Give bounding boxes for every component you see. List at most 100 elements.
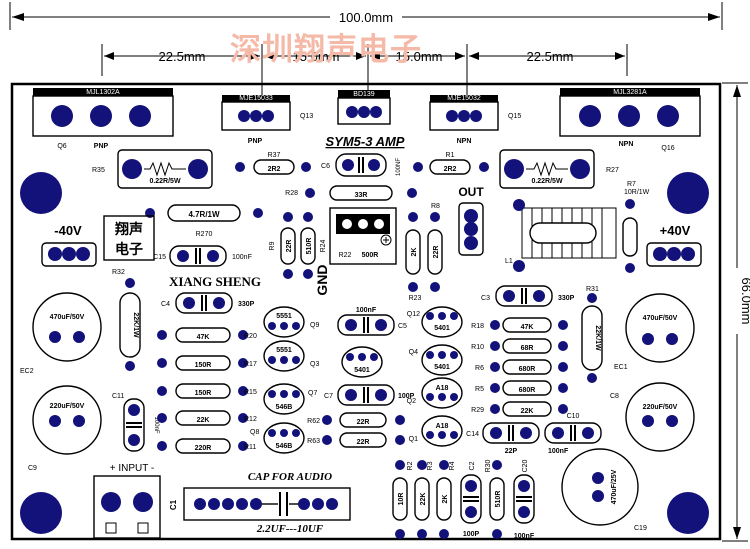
transistor-q6: MJL1302A Q6 PNP [32,88,174,150]
transistor-q1: A18 Q1 [409,415,463,447]
capacitor-c14: C14 22P [466,422,540,455]
capacitor-c9: 220uF/50V C9 [28,385,102,472]
brand-name: XIANG SHENG [169,274,261,289]
dimension-annotations: 100.0mm 22.5mm 15.0mm 15.0mm 22.5mm 66.0… [9,2,750,542]
svg-text:150R: 150R [195,390,212,397]
resistor-r63: 22R R63 [307,432,405,448]
transistor-q12: 5401 Q12 [407,306,463,338]
transistor-q2: A18 Q2 [407,377,463,409]
svg-text:C20: C20 [522,459,529,472]
trimmer-r22: R22 500R [329,207,397,265]
board-width-label: 100.0mm [339,10,393,25]
svg-text:10R: 10R [398,493,405,506]
svg-text:2K: 2K [442,495,449,504]
svg-text:100nF: 100nF [153,416,159,433]
svg-text:BD139: BD139 [353,91,375,98]
capacitor-c6: C6 100NF [321,153,402,177]
svg-text:220R: 220R [195,445,212,452]
svg-text:330P: 330P [558,295,575,302]
svg-text:R3: R3 [427,461,434,470]
dim-15-right: 15.0mm [396,49,443,64]
transistor-q3: 5551 Q3 [263,340,319,372]
right-resistor-column: 47K R18 68R R10 680R R6 680R R5 22K R29 [471,317,568,417]
svg-text:470uF/50V: 470uF/50V [50,314,85,321]
svg-text:C3: C3 [481,295,490,302]
svg-text:R22: R22 [339,252,352,259]
svg-text:C19: C19 [634,525,647,532]
svg-text:220uF/50V: 220uF/50V [50,403,85,410]
svg-text:C7: C7 [324,393,333,400]
svg-text:C14: C14 [466,431,479,438]
resistor-r35: 0.22R/5W R35 [92,149,213,189]
svg-text:500R: 500R [362,252,379,259]
svg-text:PNP: PNP [94,143,109,150]
svg-text:330P: 330P [238,301,255,308]
resistor-r17: 150R R17 [157,355,257,371]
resistor-r10: 68R R10 [471,338,568,354]
svg-text:R6: R6 [475,365,484,372]
svg-text:5551: 5551 [276,313,292,320]
svg-text:EC2: EC2 [20,368,34,375]
transistor-q4: 5401 Q4 [409,344,463,376]
svg-text:Q7: Q7 [308,390,317,397]
inductor-l1: L1 R7 10R/1W [505,181,650,273]
svg-text:+ INPUT -: + INPUT - [110,463,155,474]
capacitor-c7: C7 100P [324,384,415,406]
svg-text:470uF/25V: 470uF/25V [611,469,618,504]
svg-text:R7: R7 [627,181,636,188]
svg-text:2.2UF---10UF: 2.2UF---10UF [256,523,324,535]
capacitor-c3: C3 330P [481,285,575,307]
board-outline [10,82,722,541]
svg-text:OUT: OUT [458,185,484,199]
svg-text:R63: R63 [307,438,320,445]
svg-text:R20: R20 [244,333,257,340]
svg-text:Q12: Q12 [407,311,420,318]
capacitor-c5: 100nF C5 [337,307,407,336]
capacitor-c19: 470uF/25V C19 [561,448,647,532]
mount-hole-top-right [667,172,709,214]
resistor-r29: 22K R29 [471,401,568,417]
svg-text:C8: C8 [610,393,619,400]
svg-text:MJE15033: MJE15033 [239,95,273,102]
svg-text:C5: C5 [398,323,407,330]
svg-text:Q15: Q15 [508,113,521,120]
capacitor-c20: C20 100nF [513,459,535,540]
transistor-q15: MJE15032 Q15 NPN [429,95,521,145]
capacitor-c15: C15 100nF [153,245,252,267]
svg-text:R28: R28 [285,190,298,197]
capacitor-c8: 220uF/50V C8 [610,382,695,452]
resistor-r32: 22K/1W R32 [112,269,141,371]
svg-text:C15: C15 [153,254,166,261]
svg-text:Q16: Q16 [661,145,674,152]
svg-text:5401: 5401 [434,364,450,371]
svg-text:2R2: 2R2 [268,166,281,173]
svg-text:22K/1W: 22K/1W [594,325,601,351]
svg-text:A18: A18 [436,423,449,430]
resistor-r12: 22K R12 [157,410,257,426]
svg-text:Q3: Q3 [310,361,319,368]
svg-text:R18: R18 [471,323,484,330]
resistor-r5: 680R R5 [475,380,568,396]
svg-text:R11: R11 [244,444,256,451]
resistor-r6: 680R R6 [475,359,568,375]
svg-text:100P: 100P [398,393,415,400]
svg-text:R4: R4 [449,461,456,470]
svg-text:22K: 22K [197,417,210,424]
dim-22-5-left: 22.5mm [159,49,206,64]
svg-text:Q4: Q4 [409,349,418,356]
resistor-r11: 220R R11 [157,438,256,454]
resistor-r24: 510R R24 [300,212,327,279]
resistor-r28: 33R R28 [285,185,417,201]
svg-text:5401: 5401 [354,367,370,374]
svg-text:R10: R10 [471,344,484,351]
svg-text:MJE15032: MJE15032 [447,95,481,102]
svg-text:510R: 510R [306,238,313,255]
svg-text:EC1: EC1 [614,364,628,371]
resistor-r30: 510R R30 [485,459,505,539]
svg-text:100nF: 100nF [232,254,252,261]
svg-text:100nF: 100nF [548,448,569,455]
svg-text:R9: R9 [269,241,276,250]
capacitor-c4: C4 330P [161,292,255,314]
capacitor-ec1: 470uF/50V EC1 [614,293,695,371]
